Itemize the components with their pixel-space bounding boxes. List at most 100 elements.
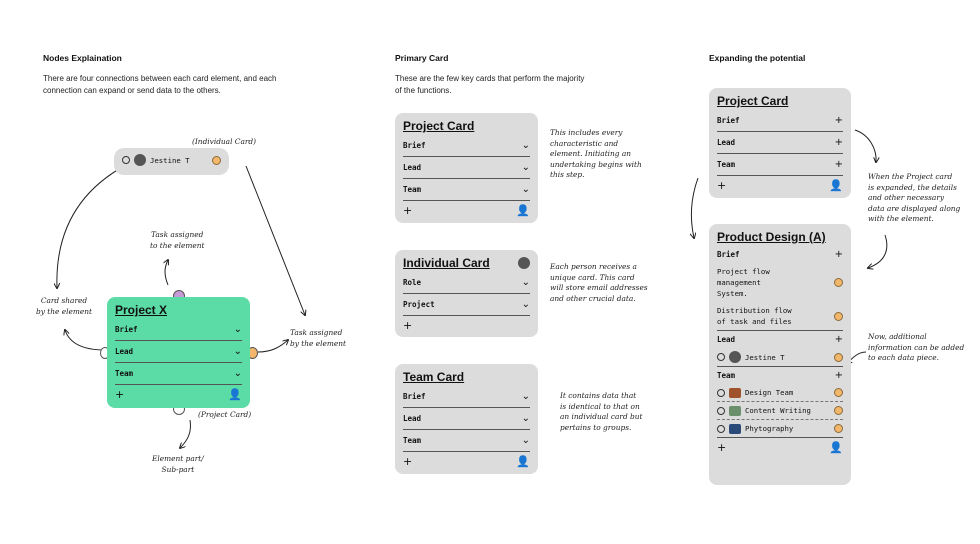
radio-icon[interactable] [717,388,725,397]
note-line: element. Initiating an [550,149,632,158]
primary-individual-card[interactable]: Individual Card Role⌄ Project⌄ + [395,250,538,337]
plus-icon[interactable]: + [403,455,413,468]
plus-icon[interactable]: + [403,319,413,332]
team-item[interactable]: Phytography [717,420,843,438]
team-item-name: Phytography [745,424,794,433]
individual-card-node[interactable]: Jestine T [114,148,229,175]
node-dot[interactable] [834,278,843,287]
brief-item-line: management [717,278,761,287]
primary-section-title: Primary Card [395,53,449,63]
row-label: Team [403,436,422,445]
chevron-down-icon[interactable]: ⌄ [521,184,530,195]
chevron-down-icon[interactable]: ⌄ [233,324,242,335]
row-label: Brief [115,325,138,334]
row-label: Lead [403,163,422,172]
project-x-footer: +👤 [115,385,242,401]
node-right-dot[interactable] [212,155,221,165]
add-user-icon[interactable]: 👤 [829,441,843,454]
node-dot[interactable] [834,406,843,415]
nodes-section-desc: There are four connections between each … [43,73,276,97]
add-user-icon[interactable]: 👤 [829,179,843,192]
task-right-line-2: by the element [290,338,346,348]
product-team-row[interactable]: Team+ [717,367,843,384]
radio-icon[interactable] [717,406,725,415]
node-dot[interactable] [834,311,843,321]
chevron-down-icon[interactable]: ⌄ [521,435,530,446]
node-dot[interactable] [834,424,843,433]
primary-team-footer: +👤 [403,452,530,468]
add-user-icon[interactable]: 👤 [228,388,242,401]
plus-icon[interactable]: + [403,204,413,217]
node-dot[interactable] [834,388,843,397]
primary-team-row-brief[interactable]: Brief⌄ [403,386,530,408]
product-brief-row[interactable]: Brief+ [717,246,843,263]
expanding-project-row-lead[interactable]: Lead+ [717,132,843,154]
chevron-down-icon[interactable]: ⌄ [233,346,242,357]
chevron-down-icon[interactable]: ⌄ [521,391,530,402]
note-line: with the element. [868,214,934,223]
nodes-desc-line-1: There are four connections between each … [43,74,277,83]
add-user-icon[interactable]: 👤 [516,455,530,468]
lead-person-item[interactable]: Jestine T [717,348,843,367]
card-shared-line-1: Card shared [40,296,88,305]
chevron-down-icon[interactable]: ⌄ [521,299,530,310]
primary-section-desc: These are the few key cards that perform… [395,73,584,97]
project-x-row-lead[interactable]: Lead⌄ [115,341,242,363]
primary-project-row-brief[interactable]: Brief⌄ [403,135,530,157]
primary-project-row-lead[interactable]: Lead ⌄ [403,157,530,179]
plus-icon[interactable]: + [834,370,843,381]
primary-individual-row-role[interactable]: Role⌄ [403,272,530,294]
team-item[interactable]: Content Writing [717,402,843,420]
plus-icon[interactable]: + [834,334,843,345]
chevron-down-icon[interactable]: ⌄ [521,413,530,424]
note-line: characteristic and [550,138,619,148]
primary-team-card[interactable]: Team Card Brief⌄ Lead⌄ Team⌄ +👤 [395,364,538,474]
person-name: Jestine T [150,155,190,165]
note-line: to each data piece. [868,353,939,362]
element-part-line-2: Sub-part [161,464,195,474]
task-assigned-top-note: Task assigned to the element [150,230,204,251]
team-avatar [729,405,741,416]
product-lead-row[interactable]: Lead+ [717,331,843,348]
primary-team-row-team[interactable]: Team ⌄ [403,430,530,452]
chevron-down-icon[interactable]: ⌄ [521,140,530,151]
individual-title-text: Individual Card [403,256,490,270]
card-shared-note: Card shared by the element [36,296,92,317]
plus-icon[interactable]: + [115,388,125,401]
plus-icon[interactable]: + [834,159,843,170]
radio-icon[interactable] [717,424,725,433]
project-x-row-team[interactable]: Team⌄ [115,363,242,385]
note-line: Each person receives a [550,262,637,271]
plus-icon[interactable]: + [834,137,843,148]
expanding-project-row-team[interactable]: Team+ [717,154,843,176]
product-design-card[interactable]: Product Design (A) Brief+ Project flow m… [709,224,851,485]
brief-item[interactable]: Distribution flow of task and files [717,302,843,331]
radio-icon[interactable] [717,353,725,361]
team-avatar [729,387,741,398]
add-user-icon[interactable]: 👤 [516,204,530,217]
primary-individual-row-project[interactable]: Project⌄ [403,294,530,316]
plus-icon[interactable]: + [834,115,843,126]
plus-icon[interactable]: + [717,179,727,192]
primary-project-card[interactable]: Project Card Brief⌄ Lead ⌄ Team⌄ + 👤 [395,113,538,223]
brief-item[interactable]: Project flow management System. [717,263,843,302]
project-x-row-brief[interactable]: Brief ⌄ [115,319,242,341]
chevron-down-icon[interactable]: ⌄ [521,162,530,173]
primary-individual-title: Individual Card [403,256,530,270]
team-avatar [729,423,741,434]
primary-project-row-team[interactable]: Team⌄ [403,179,530,201]
plus-icon[interactable]: + [834,249,843,260]
team-item[interactable]: Design Team [717,384,843,402]
primary-team-row-lead[interactable]: Lead⌄ [403,408,530,430]
brief-item-text: Project flow management System. [717,266,770,299]
chevron-down-icon[interactable]: ⌄ [521,277,530,288]
expanding-project-card[interactable]: Project Card Brief+ Lead+ Team+ +👤 [709,88,851,198]
note-line: is expanded, the details [868,182,957,192]
plus-icon[interactable]: + [717,441,727,454]
primary-project-title: Project Card [403,119,475,133]
expanding-project-row-brief[interactable]: Brief+ [717,110,843,132]
chevron-down-icon[interactable]: ⌄ [233,368,242,379]
project-x-card[interactable]: Project X Brief⌄ Lead⌄ Team⌄ +👤 [107,297,250,408]
expanding-note-1: When the Project card is expanded, the d… [868,172,960,225]
node-dot[interactable] [834,352,843,362]
